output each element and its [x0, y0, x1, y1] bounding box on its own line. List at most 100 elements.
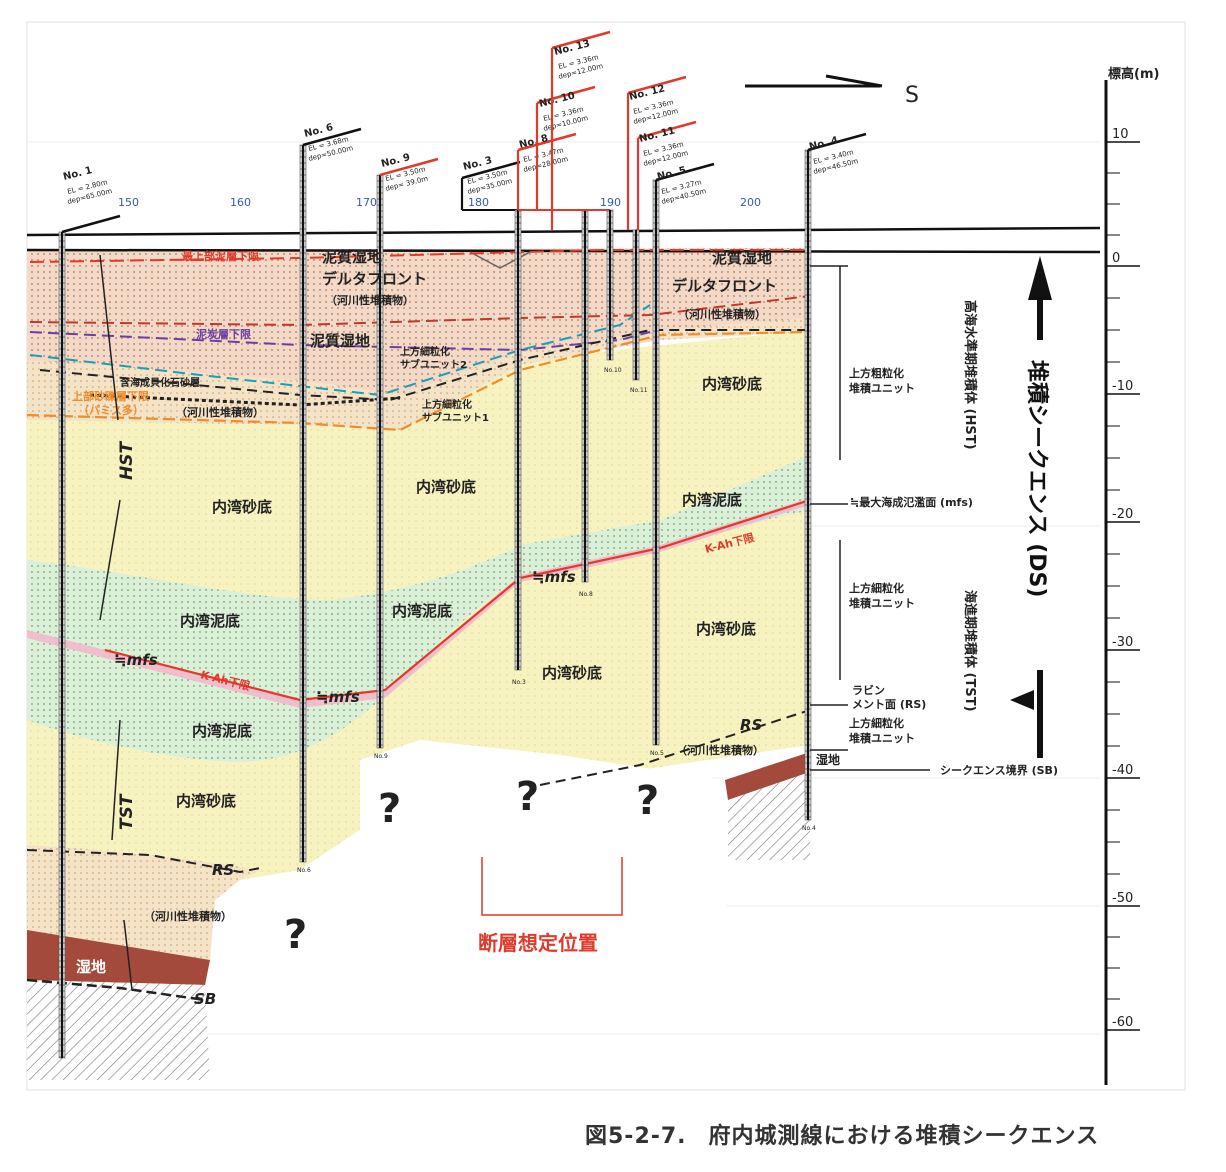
- distance-tick-label: 150: [118, 196, 139, 209]
- label-question-2: ?: [516, 774, 539, 820]
- borehole-flag: [517, 132, 577, 152]
- label-delta-front-right: デルタフロント: [672, 277, 777, 295]
- borehole-bottom-label: No.6: [297, 867, 311, 874]
- borehole-flag: [807, 132, 867, 152]
- label-fluvial-mid: （河川性堆積物）: [176, 405, 264, 419]
- sb-label: シークエンス境界 (SB): [940, 763, 1058, 777]
- label-mud-marsh-right: 泥質湿地: [712, 249, 772, 267]
- label-rs-left: RS: [212, 861, 234, 879]
- lower-fluvial-layer: [27, 845, 260, 960]
- tst-name: 海進期堆積体 (TST): [962, 590, 978, 712]
- elevation-tick-label: 0: [1112, 251, 1120, 266]
- label-shell-gravel: 含海成貝化石砂層: [120, 376, 200, 389]
- fining-unit-label-1: 堆積ユニット: [849, 596, 915, 610]
- borehole-flag: [61, 214, 121, 234]
- label-fluvial-top-right: （河川性堆積物）: [678, 307, 766, 321]
- label-sand-floor-4: 内湾砂底: [696, 620, 756, 638]
- label-upper-fining-1a: 上方細粒化: [422, 398, 472, 411]
- boundary-lines: [26, 226, 1101, 1002]
- label-peat-limit: 泥炭層下限: [196, 327, 251, 341]
- label-top-mud-limit: 最上部泥層下限: [182, 249, 259, 263]
- borehole-flag: [637, 120, 697, 140]
- fault-location: 断層想定位置: [478, 857, 623, 955]
- label-question-4: ?: [284, 912, 307, 958]
- label-question-3: ?: [636, 778, 659, 824]
- elevation-tick-label: -20: [1112, 507, 1133, 522]
- borehole-flag: [461, 160, 521, 180]
- label-hst: HST: [117, 441, 137, 480]
- borehole-flag: [551, 30, 611, 50]
- fining-label-1: 上方細粒化: [849, 581, 904, 595]
- bedrock-right: [728, 772, 810, 860]
- label-mud-floor-3: 内湾泥底: [392, 602, 452, 620]
- caption-number: 図5-2-7.: [585, 1124, 687, 1149]
- caption-text: 府内城測線における堆積シークエンス: [708, 1124, 1100, 1149]
- borehole-bottom-label: No.4: [802, 825, 816, 832]
- figure-caption: 図5-2-7. 府内城測線における堆積シークエンス: [585, 1118, 1099, 1150]
- label-delta-front: デルタフロント: [322, 270, 427, 288]
- layer-labels: 旧地形面 泥質湿地 泥質湿地 デルタフロント デルタフロント （河川性堆積物） …: [72, 234, 840, 1008]
- distance-tick-label: 190: [600, 196, 621, 209]
- borehole-bottom-label: No.9: [374, 753, 388, 760]
- label-sand-floor-3: 内湾砂底: [702, 375, 762, 393]
- label-fluvial-top: （河川性堆積物）: [326, 293, 414, 307]
- fault-label: 断層想定位置: [478, 931, 598, 955]
- borehole-flag: [627, 75, 687, 95]
- elevation-tick-label: -30: [1112, 635, 1133, 650]
- direction-arrow: S: [745, 74, 919, 108]
- label-upper-fining-2a: 上方細粒化: [400, 345, 450, 358]
- elevation-tick-label: -50: [1112, 891, 1133, 906]
- elevation-tick-label: -10: [1112, 379, 1133, 394]
- label-mud-marsh-mid: 泥質湿地: [310, 332, 370, 350]
- borehole-bottom-label: No.10: [604, 367, 622, 374]
- elevation-axis-title: 標高(m): [1108, 66, 1159, 82]
- borehole-flag: [302, 127, 362, 147]
- label-mud-floor-4: 内湾泥底: [192, 722, 252, 740]
- ravinement-label-b: メント面 (RS): [852, 698, 926, 711]
- label-question-1: ?: [378, 786, 401, 832]
- borehole-flag: [379, 157, 439, 177]
- ds-label: 堆積シークエンス (DS): [1024, 360, 1049, 597]
- distance-tick-label: 160: [230, 196, 251, 209]
- direction-label: S: [905, 83, 919, 108]
- label-wetland: 湿地: [76, 958, 106, 976]
- label-mfs-1: ≒mfs: [114, 651, 158, 669]
- unknown-zone: [215, 740, 728, 1000]
- ravinement-label-a: ラビン: [852, 683, 885, 697]
- label-tst: TST: [117, 793, 137, 830]
- borehole-flag: [655, 162, 715, 182]
- coarsening-unit-label: 堆積ユニット: [849, 381, 915, 395]
- borehole-bottom-label: No.11: [630, 387, 648, 394]
- wetland-bottom-left: [27, 930, 210, 985]
- coarsening-label: 上方粗粒化: [849, 366, 904, 380]
- label-sb-left: SB: [194, 990, 216, 1008]
- distance-tick-label: 180: [468, 196, 489, 209]
- fining-unit-label-2: 堆積ユニット: [849, 731, 915, 745]
- wetland-right: [725, 752, 810, 800]
- label-upper-fining-2b: サブユニット2: [400, 358, 467, 371]
- label-mud-marsh: 泥質湿地: [322, 248, 382, 266]
- systems-tracts: 上方粗粒化 堆積ユニット 上方細粒化 堆積ユニット 上方細粒化 堆積ユニット ≒…: [810, 256, 1058, 777]
- label-mfs-3: ≒mfs: [532, 568, 576, 586]
- elevation-tick-label: 10: [1112, 127, 1129, 142]
- label-sand-floor-2: 内湾砂底: [416, 478, 476, 496]
- label-sand-floor-5: 内湾砂底: [542, 664, 602, 682]
- label-old-ground: 旧地形面: [722, 234, 770, 249]
- label-mud-floor-2: 内湾泥底: [180, 612, 240, 630]
- label-upper-gravel-limit: 上部砂礫層下限: [72, 389, 149, 403]
- upper-mud-delta-layer: [27, 248, 810, 410]
- label-rs-right: RS: [740, 716, 762, 734]
- label-pumice: （パミス多）: [78, 403, 144, 417]
- borehole-bottom-label: No.5: [650, 750, 664, 757]
- distance-tick-label: 170: [356, 196, 377, 209]
- borehole-bottom-label: No.3: [512, 679, 526, 686]
- label-fluvial-right: （河川性堆積物）: [676, 743, 764, 757]
- fining-label-2: 上方細粒化: [849, 716, 904, 730]
- label-sand-floor-1: 内湾砂底: [212, 498, 272, 516]
